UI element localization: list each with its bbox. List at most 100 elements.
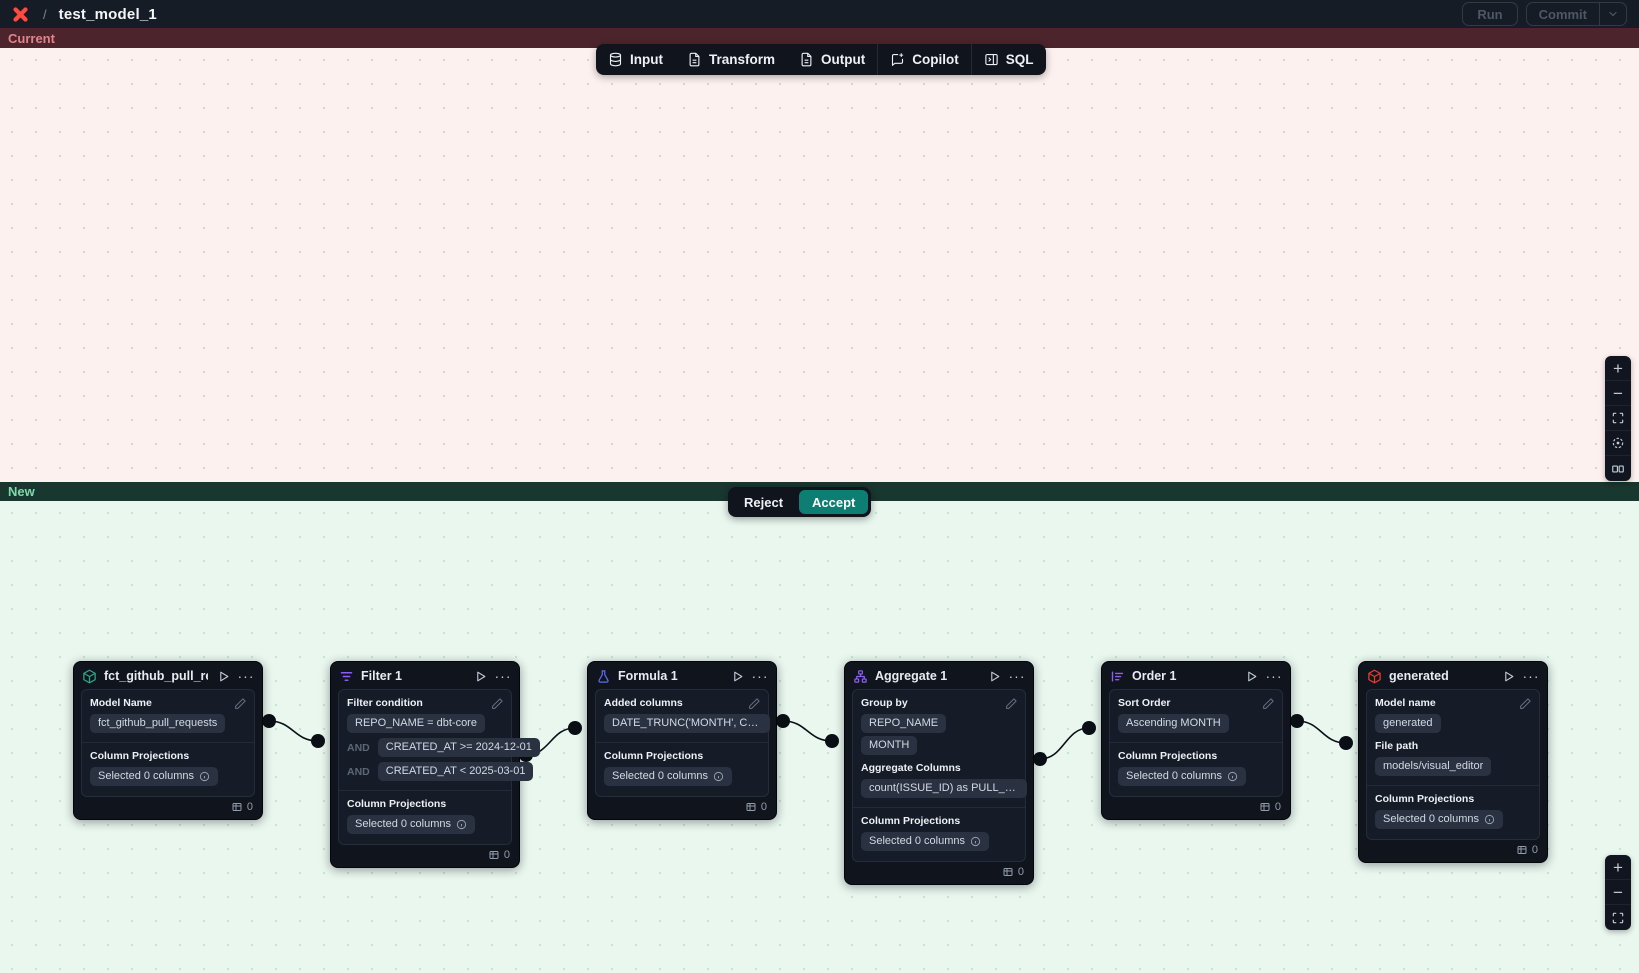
current-canvas[interactable] — [0, 48, 1639, 482]
play-icon[interactable] — [215, 668, 231, 684]
group-by-pill[interactable]: REPO_NAME — [861, 714, 947, 733]
column-projections-pill[interactable]: Selected 0 columns — [861, 832, 989, 851]
field-label: Model name — [1375, 697, 1436, 709]
column-projections-pill[interactable]: Selected 0 columns — [604, 767, 732, 786]
column-projections-pill[interactable]: Selected 0 columns — [1375, 810, 1503, 829]
run-button[interactable]: Run — [1462, 2, 1518, 26]
info-icon[interactable] — [970, 836, 981, 847]
and-label: AND — [347, 741, 370, 754]
info-icon[interactable] — [456, 819, 467, 830]
node-body: Added columns DATE_TRUNC('MONTH', CREATE… — [595, 689, 770, 797]
new-zoom-controls: + − — [1605, 855, 1631, 930]
toolbar-input-button[interactable]: Input — [596, 44, 675, 75]
more-menu-icon[interactable]: ··· — [1522, 668, 1540, 684]
fit-view-button[interactable] — [1605, 406, 1631, 431]
info-icon[interactable] — [1227, 771, 1238, 782]
play-icon[interactable] — [472, 668, 488, 684]
node-title: Order 1 — [1132, 669, 1177, 683]
edit-pencil-icon[interactable] — [1519, 697, 1532, 710]
filter-condition-pill[interactable]: REPO_NAME = dbt-core — [347, 714, 485, 733]
zoom-out-button[interactable]: − — [1605, 880, 1631, 905]
node-header[interactable]: Filter 1 ··· — [331, 662, 519, 689]
node-body: Group by REPO_NAME MONTH Aggregate Colum… — [852, 689, 1027, 862]
node-aggregate-1[interactable]: Aggregate 1 ··· Group by REPO_NAME MONTH… — [844, 661, 1034, 885]
play-icon[interactable] — [729, 668, 745, 684]
file-path-pill[interactable]: models/visual_editor — [1375, 757, 1492, 776]
toolbar-sql-label: SQL — [1005, 52, 1034, 67]
accept-button[interactable]: Accept — [799, 490, 869, 514]
toolbar-divider — [970, 44, 972, 75]
fit-view-icon — [1612, 412, 1624, 424]
top-app-bar: / test_model_1 Run Commit — [0, 0, 1639, 28]
edit-pencil-icon[interactable] — [748, 697, 761, 710]
copilot-icon — [892, 53, 904, 67]
section-divider — [853, 807, 1025, 808]
play-icon[interactable] — [1243, 668, 1259, 684]
toolbar-output-button[interactable]: Output — [787, 44, 877, 75]
more-menu-icon[interactable]: ··· — [237, 668, 255, 684]
node-header[interactable]: Formula 1 ··· — [588, 662, 776, 689]
info-icon[interactable] — [713, 771, 724, 782]
node-header[interactable]: Order 1 ··· — [1102, 662, 1290, 689]
more-menu-icon[interactable]: ··· — [1008, 668, 1026, 684]
model-cube-red-icon — [1368, 669, 1381, 683]
node-fct-github-pull-requests[interactable]: fct_github_pull_requests ··· Model Name … — [73, 661, 263, 820]
toolbar-transform-button[interactable]: Transform — [675, 44, 787, 75]
info-icon[interactable] — [199, 771, 210, 782]
chevron-down-icon[interactable] — [1600, 3, 1626, 25]
column-projections-pill[interactable]: Selected 0 columns — [90, 767, 218, 786]
more-menu-icon[interactable]: ··· — [494, 668, 512, 684]
fit-view-button[interactable] — [1605, 905, 1631, 930]
group-by-pill[interactable]: MONTH — [861, 736, 918, 755]
dbt-logo-icon[interactable] — [12, 6, 29, 23]
edit-pencil-icon[interactable] — [1005, 697, 1018, 710]
node-generated[interactable]: generated ··· Model name generated File … — [1358, 661, 1548, 863]
column-projections-pill[interactable]: Selected 0 columns — [1118, 767, 1246, 786]
added-column-pill[interactable]: DATE_TRUNC('MONTH', CREATED_AT… — [604, 714, 770, 733]
edit-pencil-icon[interactable] — [234, 697, 247, 710]
row-count: 0 — [1531, 844, 1538, 856]
more-menu-icon[interactable]: ··· — [1265, 668, 1283, 684]
field-label: Group by — [861, 697, 908, 709]
file-icon — [689, 52, 700, 67]
focus-center-button[interactable] — [1605, 431, 1631, 456]
edit-pencil-icon[interactable] — [1262, 697, 1275, 710]
reject-button[interactable]: Reject — [744, 494, 784, 510]
node-filter-1[interactable]: Filter 1 ··· Filter condition REPO_NAME … — [330, 661, 540, 868]
node-formula-1[interactable]: Formula 1 ··· Added columns DATE_TRUNC('… — [587, 661, 777, 820]
play-icon[interactable] — [986, 668, 1002, 684]
model-name-pill[interactable]: fct_github_pull_requests — [90, 714, 226, 733]
node-body: Model Name fct_github_pull_requests Colu… — [81, 689, 255, 797]
zoom-in-button[interactable]: + — [1605, 855, 1631, 880]
node-footer: 0 — [1359, 840, 1547, 862]
zoom-out-button[interactable]: − — [1605, 381, 1631, 406]
node-header[interactable]: Aggregate 1 ··· — [845, 662, 1033, 689]
minimap-icon — [1612, 465, 1624, 472]
sort-order-pill[interactable]: Ascending MONTH — [1118, 714, 1229, 733]
zoom-in-button[interactable]: + — [1605, 356, 1631, 381]
node-header[interactable]: fct_github_pull_requests ··· — [74, 662, 262, 689]
toolbar-copilot-button[interactable]: Copilot — [878, 44, 971, 75]
column-projections-pill[interactable]: Selected 0 columns — [347, 815, 475, 834]
toolbar-sql-button[interactable]: SQL — [972, 44, 1046, 75]
aggregate-icon — [854, 669, 867, 683]
node-header[interactable]: generated ··· — [1359, 662, 1547, 689]
toolbar-output-label: Output — [821, 52, 866, 67]
filter-condition-pill[interactable]: CREATED_AT < 2025-03-01 — [377, 762, 534, 781]
section-divider — [596, 742, 768, 743]
play-icon[interactable] — [1500, 668, 1516, 684]
node-body: Filter condition REPO_NAME = dbt-core AN… — [338, 689, 540, 845]
node-body: Model name generated File path models/vi… — [1366, 689, 1540, 840]
more-menu-icon[interactable]: ··· — [751, 668, 769, 684]
row-count: 0 — [1274, 801, 1281, 813]
node-title: Filter 1 — [361, 669, 402, 683]
model-name-pill[interactable]: generated — [1375, 714, 1441, 733]
filter-condition-pill[interactable]: CREATED_AT >= 2024-12-01 — [377, 738, 540, 757]
edit-pencil-icon[interactable] — [491, 697, 504, 710]
info-icon[interactable] — [1484, 814, 1495, 825]
node-order-1[interactable]: Order 1 ··· Sort Order Ascending MONTH C… — [1101, 661, 1291, 820]
aggregate-column-pill[interactable]: count(ISSUE_ID) as PULL_REQUEST_… — [861, 779, 1027, 798]
minimap-toggle-button[interactable] — [1605, 456, 1631, 481]
toolbar-copilot-label: Copilot — [912, 52, 959, 67]
commit-button[interactable]: Commit — [1538, 6, 1587, 22]
